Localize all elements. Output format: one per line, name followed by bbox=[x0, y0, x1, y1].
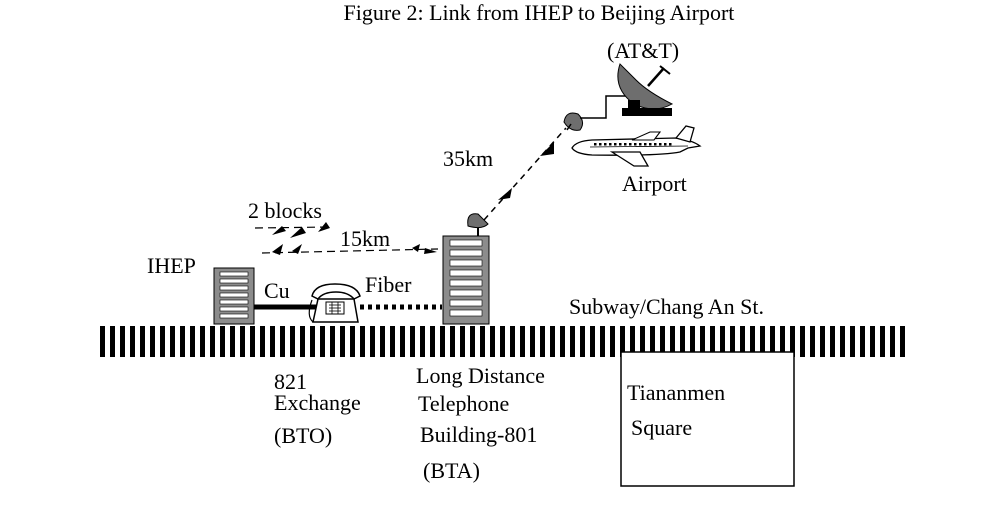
distance-15km-label: 15km bbox=[340, 226, 390, 251]
subway-track bbox=[100, 326, 905, 357]
bta-label-line3: Building-801 bbox=[420, 422, 537, 447]
square-label-line2: Square bbox=[631, 415, 692, 440]
exchange-label-line3: (BTO) bbox=[274, 423, 332, 448]
bta-label-line2: Telephone bbox=[418, 391, 509, 416]
cu-label: Cu bbox=[264, 278, 290, 303]
signal-burst bbox=[272, 226, 286, 235]
two-blocks-label: 2 blocks bbox=[248, 198, 322, 223]
signal-burst bbox=[412, 244, 420, 252]
telephone-icon bbox=[308, 283, 361, 323]
link-2-blocks bbox=[254, 226, 331, 229]
signal-burst bbox=[318, 222, 330, 232]
att-wire bbox=[580, 95, 626, 119]
signal-burst bbox=[498, 188, 512, 200]
bta-label-line1: Long Distance bbox=[416, 363, 545, 388]
link-15km bbox=[261, 248, 439, 254]
tiananmen-square-box bbox=[620, 351, 795, 487]
square-label-line1: Tiananmen bbox=[627, 380, 725, 405]
signal-burst bbox=[272, 244, 283, 255]
airport-label: Airport bbox=[622, 171, 687, 196]
ihep-building-icon bbox=[213, 267, 255, 325]
dish-antenna-icon bbox=[467, 213, 489, 236]
bta-label-line4: (BTA) bbox=[423, 458, 480, 483]
ihep-label: IHEP bbox=[147, 253, 196, 278]
signal-burst bbox=[540, 142, 554, 156]
signal-burst bbox=[424, 248, 437, 254]
signal-burst bbox=[290, 227, 306, 238]
signal-burst bbox=[292, 244, 302, 254]
subway-label: Subway/Chang An St. bbox=[569, 294, 764, 319]
figure-title: Figure 2: Link from IHEP to Beijing Airp… bbox=[344, 0, 735, 25]
exchange-label-line1: 821 bbox=[274, 369, 307, 394]
fiber-label: Fiber bbox=[365, 272, 412, 297]
exchange-label-line2: Exchange bbox=[274, 390, 361, 415]
att-label: (AT&T) bbox=[607, 38, 679, 63]
airplane-icon bbox=[571, 125, 702, 167]
link-35km bbox=[483, 127, 567, 221]
distance-35km-label: 35km bbox=[443, 146, 493, 171]
satellite-dish-icon bbox=[617, 63, 674, 116]
small-dish-icon bbox=[563, 112, 584, 131]
bta-building-icon bbox=[442, 235, 490, 325]
